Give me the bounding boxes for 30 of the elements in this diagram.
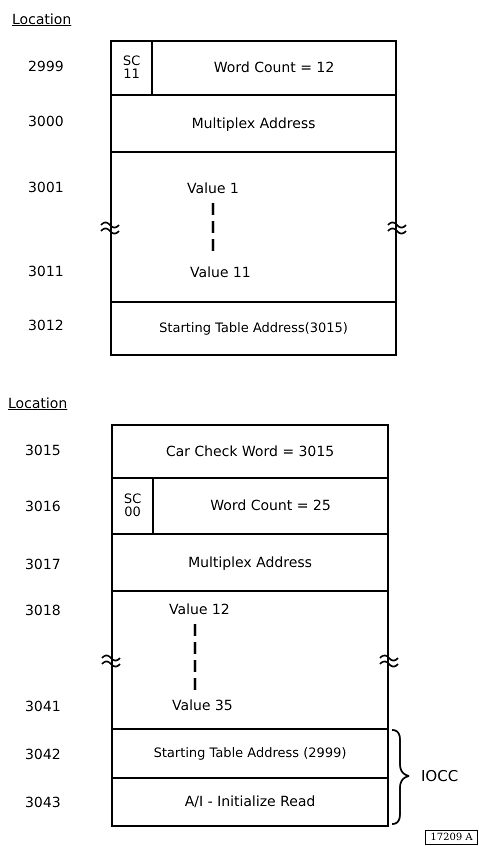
memory-word-field: Starting Table Address (2999): [111, 728, 389, 779]
group-label: IOCC: [421, 767, 458, 785]
address-label: 3000: [28, 114, 64, 130]
address-label: 3015: [25, 443, 61, 459]
address-label: 3016: [25, 499, 61, 515]
value-label: Value 11: [190, 265, 251, 281]
value-range-field: [110, 151, 397, 303]
figure-number: 17209 A: [425, 830, 478, 845]
status-code-field: SC 11: [110, 40, 153, 96]
value-label: Value 35: [172, 698, 233, 714]
address-label: 3017: [25, 557, 61, 573]
address-label: 3042: [25, 747, 61, 763]
value-label: Value 12: [169, 602, 230, 618]
word-count-field: Word Count = 12: [151, 40, 397, 96]
address-label: 3041: [25, 699, 61, 715]
address-label: 3011: [28, 264, 64, 280]
address-label: 2999: [28, 59, 64, 75]
address-label: 3012: [28, 318, 64, 334]
address-label: 3043: [25, 795, 61, 811]
column-heading: Location: [12, 12, 72, 28]
memory-word-field: A/I - Initialize Read: [111, 777, 389, 827]
memory-word-field: Starting Table Address(3015): [110, 301, 397, 356]
column-heading: Location: [8, 396, 68, 412]
address-label: 3001: [28, 180, 64, 196]
address-label: 3018: [25, 603, 61, 619]
memory-word-field: Car Check Word = 3015: [111, 424, 389, 479]
value-range-field: [111, 590, 389, 730]
memory-word-field: Multiplex Address: [110, 94, 397, 153]
memory-word-field: Multiplex Address: [111, 533, 389, 592]
value-label: Value 1: [187, 181, 239, 197]
